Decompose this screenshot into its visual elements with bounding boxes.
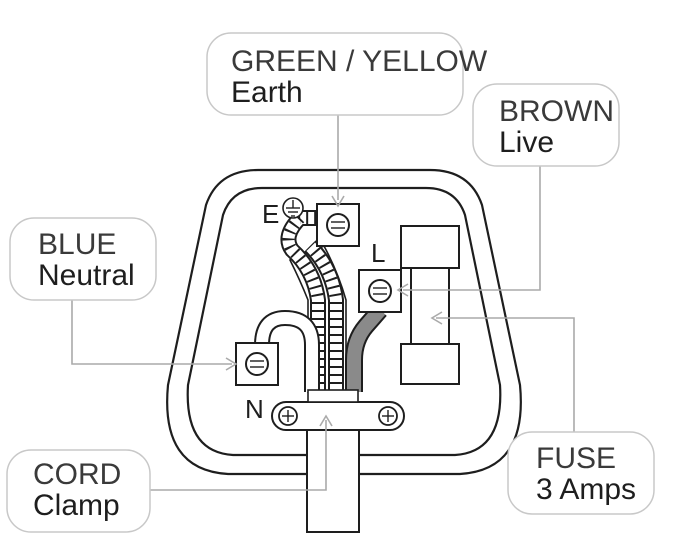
label-neutral: BLUE Neutral [9,217,157,301]
label-live-name: Live [499,126,554,159]
cord-clamp [271,389,405,431]
neutral-wire [254,309,320,392]
label-cord-name: CORD [33,458,121,491]
clamp-screw-left-icon [278,406,298,426]
fuse [400,225,460,385]
live-terminal [358,269,402,313]
label-neutral-name: Neutral [38,259,135,292]
leader-lines [71,114,575,491]
plug-body [166,168,522,476]
label-earth: GREEN / YELLOW Earth [206,32,488,116]
clamp-screw-right-icon [378,406,398,426]
label-fuse-name: FUSE [536,442,616,475]
label-live-color: BROWN [499,95,614,128]
inner-striped-wire [304,240,344,392]
earth-terminal [316,203,360,247]
label-neutral-color: BLUE [38,228,116,261]
earth-terminal-letter: E [262,199,279,229]
neutral-terminal-letter: N [245,394,264,424]
label-earth-color: GREEN / YELLOW [231,45,488,78]
label-fuse: FUSE 3 Amps [507,431,655,515]
live-terminal-letter: L [371,238,385,268]
live-wire [345,304,387,392]
neutral-terminal [235,342,279,386]
earth-wire [280,210,326,400]
label-cord-part: Clamp [33,489,120,522]
earth-symbol-icon [282,197,304,219]
cord-sheath [306,429,360,533]
label-cord: CORD Clamp [6,449,151,533]
label-live: BROWN Live [472,83,620,167]
label-fuse-rating: 3 Amps [536,473,636,506]
label-earth-name: Earth [231,76,303,109]
